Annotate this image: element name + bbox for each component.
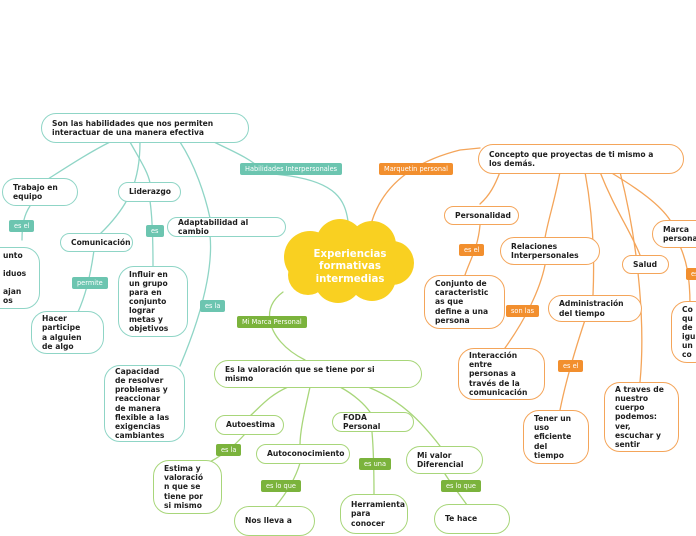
autoestima-node[interactable]: Autoestima xyxy=(215,415,284,435)
hacer-participe-node[interactable]: Hacer participe a alguien de algo xyxy=(31,311,104,354)
label-mi-marca[interactable]: Mi Marca Personal xyxy=(237,316,307,328)
label-es-la-autoestima[interactable]: es la xyxy=(216,444,242,456)
liderazgo-node[interactable]: Liderazgo xyxy=(118,182,181,202)
personalidad-node[interactable]: Personalidad xyxy=(444,206,519,225)
label-es-una[interactable]: es una xyxy=(359,458,391,470)
label-es-marca[interactable]: es xyxy=(686,268,696,280)
autoconocimiento-node[interactable]: Autoconocimiento xyxy=(256,444,350,464)
nos-lleva-node[interactable]: Nos lleva a xyxy=(234,506,315,536)
label-permite[interactable]: permite xyxy=(72,277,108,289)
marca-personal-node[interactable]: Marca persona xyxy=(652,220,696,248)
salud-node[interactable]: Salud xyxy=(622,255,669,274)
concepto-node[interactable]: Concepto que proyectas de ti mismo a los… xyxy=(478,144,684,174)
marca-partial-node[interactable]: Co qu de igu un co xyxy=(671,301,696,363)
foda-node[interactable]: FODA Personal xyxy=(332,412,414,432)
label-es-la-adaptabilidad[interactable]: es la xyxy=(200,300,226,312)
connector-lines xyxy=(21,141,691,508)
relaciones-node[interactable]: Relaciones Interpersonales xyxy=(500,237,600,265)
central-topic[interactable]: Experiencias formativas intermedias xyxy=(313,249,387,285)
capacidad-node[interactable]: Capacidad de resolver problemas y reacci… xyxy=(104,365,185,442)
label-marquetin[interactable]: Marquetin personal xyxy=(379,163,453,175)
label-es-lo-que-valor[interactable]: es lo que xyxy=(441,480,481,492)
a-traves-node[interactable]: A traves de nuestro cuerpo podemos: ver,… xyxy=(604,382,679,452)
label-es-el-administracion[interactable]: es el xyxy=(558,360,584,372)
central-cloud xyxy=(284,219,414,303)
tener-uso-node[interactable]: Tener un uso eficiente del tiempo xyxy=(523,410,589,464)
label-es-lo-que-autoconocimiento[interactable]: es lo que xyxy=(261,480,301,492)
label-es-el-trabajo[interactable]: es el xyxy=(9,220,35,232)
label-es-el-personalidad[interactable]: es el xyxy=(459,244,485,256)
influir-node[interactable]: Influir en un grupo para en conjunto log… xyxy=(118,266,188,337)
herramienta-node[interactable]: Herramienta para conocer xyxy=(340,494,408,534)
label-es-liderazgo[interactable]: es xyxy=(146,225,164,237)
label-habilidades[interactable]: Habilidades Interpersonales xyxy=(240,163,343,175)
comunicacion-node[interactable]: Comunicación xyxy=(60,233,133,252)
trabajo-en-equipo-node[interactable]: Trabajo en equipo xyxy=(2,178,78,206)
habilidades-definition-node[interactable]: Son las habilidades que nos permiten int… xyxy=(41,113,249,143)
estima-node[interactable]: Estima y valoració n que se tiene por si… xyxy=(153,460,222,514)
adaptabilidad-node[interactable]: Adaptabilidad al cambio xyxy=(167,217,286,237)
interaccion-node[interactable]: Interacción entre personas a través de l… xyxy=(458,348,545,400)
mi-valor-node[interactable]: Mi valor Diferencial xyxy=(406,446,483,474)
valoracion-node[interactable]: Es la valoración que se tiene por si mis… xyxy=(214,360,422,388)
administracion-node[interactable]: Administración del tiempo xyxy=(548,295,642,322)
trabajo-partial-node[interactable]: unto iduos ajan os xyxy=(0,247,40,309)
te-hace-node[interactable]: Te hace xyxy=(434,504,510,534)
label-son-las[interactable]: son las xyxy=(506,305,540,317)
conjunto-node[interactable]: Conjunto de caracteristic as que define … xyxy=(424,275,505,329)
